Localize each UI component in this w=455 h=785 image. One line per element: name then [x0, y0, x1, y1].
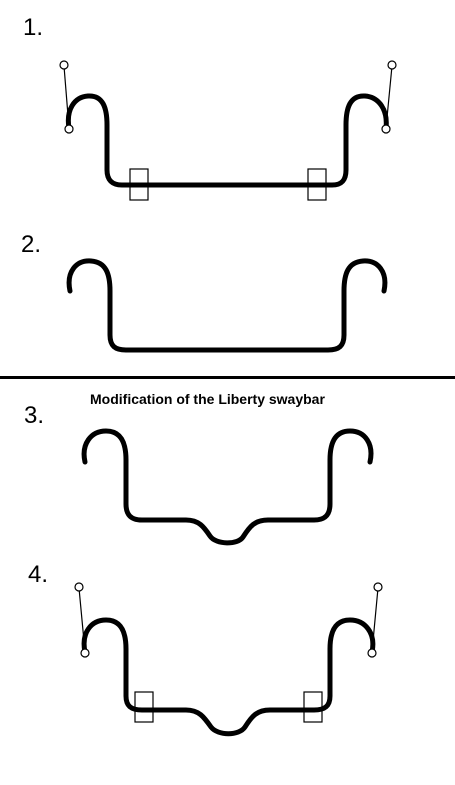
left-end-link [78, 587, 86, 653]
step-1-label: 1. [23, 14, 44, 41]
diagram-caption: Modification of the Liberty swaybar [90, 391, 325, 407]
left-bushing [134, 691, 154, 723]
left-end-link [63, 65, 70, 129]
right-end-link [385, 65, 393, 129]
figure-4-modified-swaybar-installed [74, 582, 383, 737]
left-bushing [129, 168, 149, 201]
swaybar-rod [81, 428, 374, 546]
right-link-upper-joint [373, 582, 383, 592]
left-link-lower-joint [64, 124, 74, 134]
right-link-lower-joint [367, 648, 377, 658]
right-bushing [303, 691, 323, 723]
swaybar-rod [66, 258, 388, 353]
left-link-upper-joint [74, 582, 84, 592]
figure-2-stock-swaybar-removed [66, 258, 388, 353]
step-3-label: 3. [24, 402, 45, 429]
right-end-link [371, 587, 379, 653]
figure-3-modified-swaybar [81, 428, 374, 546]
step-4-label: 4. [28, 561, 49, 588]
right-bushing [307, 168, 327, 201]
figure-1-stock-swaybar-installed [59, 60, 397, 201]
left-link-upper-joint [59, 60, 69, 70]
right-link-lower-joint [381, 124, 391, 134]
left-link-lower-joint [80, 648, 90, 658]
step-2-label: 2. [21, 231, 42, 258]
swaybar-rod [65, 93, 389, 188]
swaybar-rod [81, 617, 376, 737]
section-divider [0, 376, 455, 379]
right-link-upper-joint [387, 60, 397, 70]
